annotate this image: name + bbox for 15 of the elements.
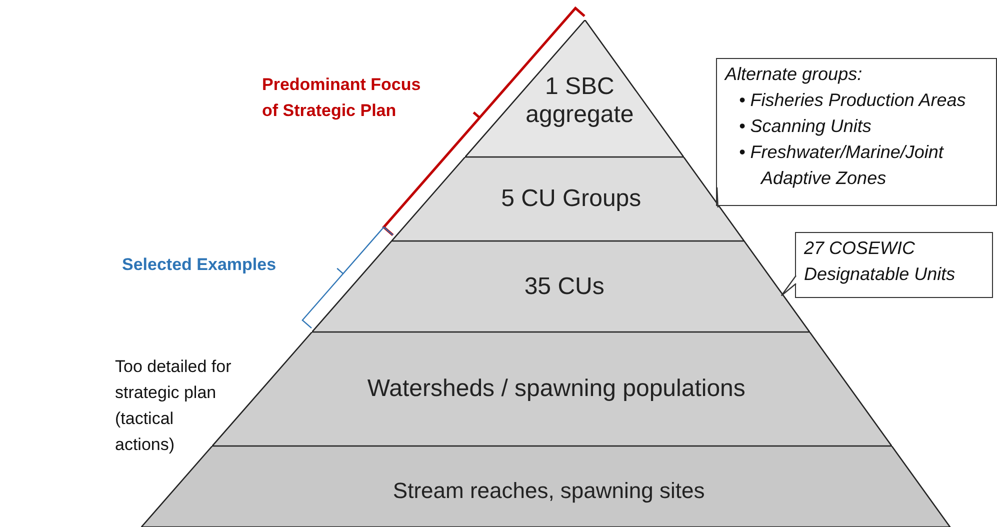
tier-label: 5 CU Groups bbox=[500, 185, 642, 213]
bracket-label: Selected Examples bbox=[122, 254, 278, 276]
note-text: Too detailed for strategic plan (tactical actions) bbox=[115, 356, 232, 456]
callout-box bbox=[716, 58, 997, 206]
bullet-item: • Freshwater/Marine/Joint Adaptive Zones bbox=[739, 141, 945, 190]
callout-box bbox=[795, 232, 993, 298]
bullet-item: • Fisheries Production Areas bbox=[739, 89, 967, 112]
tier-label: Watersheds / spawning populations bbox=[366, 375, 746, 403]
callout-pointer bbox=[780, 275, 797, 296]
callout-text: Alternate groups: bbox=[725, 63, 864, 86]
bullet-item: • Scanning Units bbox=[739, 115, 872, 138]
bracket-label: Predominant Focus of Strategic Plan bbox=[262, 74, 422, 122]
callout-text: 27 COSEWIC Designatable Units bbox=[804, 237, 956, 286]
tier-label: 1 SBC aggregate bbox=[524, 72, 635, 128]
tier-label: Stream reaches, spawning sites bbox=[392, 476, 706, 504]
